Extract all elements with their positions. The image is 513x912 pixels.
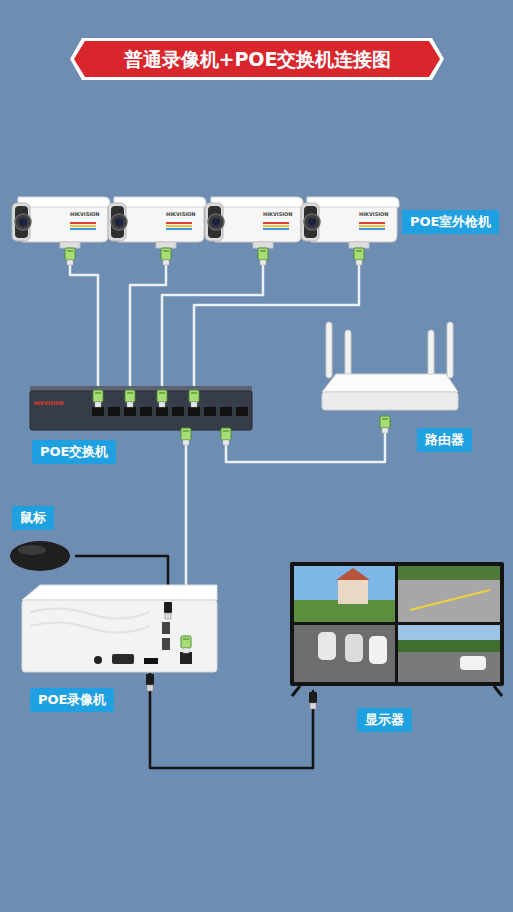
hdmi-plug bbox=[309, 692, 317, 709]
switch-port bbox=[156, 407, 168, 416]
router-antenna bbox=[345, 330, 351, 378]
brand-label: HIKVISION bbox=[70, 211, 100, 217]
rj45-plug bbox=[221, 428, 231, 445]
rj45-plug bbox=[93, 390, 103, 407]
camera-view bbox=[398, 566, 500, 580]
poe-switch-body bbox=[30, 391, 252, 430]
camera-view bbox=[294, 566, 395, 622]
cable bbox=[162, 265, 263, 388]
bullet-camera bbox=[108, 197, 206, 248]
camera-view bbox=[369, 636, 387, 664]
bullet-camera bbox=[12, 197, 110, 248]
mouse-body bbox=[10, 541, 70, 571]
device-label: 路由器 bbox=[417, 428, 472, 452]
nvr: POE录像机 bbox=[22, 585, 217, 673]
camera-group: POE室外枪机 bbox=[10, 195, 510, 265]
router-body bbox=[322, 392, 458, 410]
cable bbox=[185, 430, 188, 585]
poe-switch: POE交换机 bbox=[30, 388, 252, 430]
bullet-camera bbox=[301, 197, 399, 248]
usb-plug bbox=[164, 602, 172, 619]
switch-port bbox=[188, 407, 200, 416]
switch-port bbox=[204, 407, 216, 416]
vga-port bbox=[112, 654, 134, 664]
monitor-foot bbox=[292, 686, 300, 696]
hdmi-plug bbox=[146, 674, 154, 691]
monitor: 显示器 bbox=[290, 560, 505, 690]
bullet-camera bbox=[205, 197, 303, 248]
hdmi-port bbox=[144, 658, 158, 664]
brand-label: HIKVISION bbox=[263, 211, 293, 217]
camera-view bbox=[338, 578, 368, 604]
camera-view bbox=[336, 568, 370, 580]
router: 路由器 bbox=[315, 318, 460, 430]
device-label: 鼠标 bbox=[12, 506, 54, 530]
device-label: POE室外枪机 bbox=[402, 210, 499, 234]
power-port bbox=[94, 656, 102, 664]
cable bbox=[130, 265, 166, 388]
switch-port bbox=[172, 407, 184, 416]
rj45-plug bbox=[125, 390, 135, 407]
usb-port bbox=[162, 622, 170, 634]
cable bbox=[70, 265, 98, 388]
banner-border bbox=[70, 38, 444, 80]
rj45-plug bbox=[181, 428, 191, 445]
device-label: POE录像机 bbox=[30, 688, 114, 712]
brand-label: HIKVISION bbox=[34, 400, 64, 406]
router-antenna bbox=[428, 330, 434, 378]
cable bbox=[75, 556, 168, 585]
switch-port bbox=[124, 407, 136, 416]
uplink-port bbox=[236, 407, 248, 416]
mouse: 鼠标 bbox=[10, 538, 75, 574]
nvr-top bbox=[22, 585, 217, 600]
device-label: 显示器 bbox=[357, 708, 412, 732]
camera-view bbox=[398, 566, 500, 622]
brand-label: HIKVISION bbox=[359, 211, 389, 217]
rj45-plug bbox=[181, 636, 191, 653]
rj45-plug bbox=[161, 248, 171, 265]
rj45-plug bbox=[354, 248, 364, 265]
rj45-plug bbox=[258, 248, 268, 265]
router-antenna bbox=[447, 322, 453, 378]
camera-view bbox=[398, 640, 500, 652]
camera-view bbox=[294, 625, 395, 682]
monitor-foot bbox=[494, 686, 502, 696]
diagram-title: 普通录像机+POE交换机连接图 bbox=[85, 44, 430, 74]
brand-label: HIKVISION bbox=[166, 211, 196, 217]
rj45-plug bbox=[157, 390, 167, 407]
camera-view bbox=[318, 632, 336, 660]
nvr-pattern bbox=[30, 608, 150, 618]
nvr-pattern bbox=[30, 622, 150, 632]
switch-port bbox=[108, 407, 120, 416]
camera-view bbox=[460, 656, 486, 670]
rj45-plug bbox=[65, 248, 75, 265]
rj45-plug bbox=[189, 390, 199, 407]
nvr-body bbox=[22, 600, 217, 672]
camera-view bbox=[345, 634, 363, 662]
cable bbox=[194, 265, 359, 388]
switch-port bbox=[140, 407, 152, 416]
cable bbox=[150, 673, 313, 768]
mouse-highlight bbox=[18, 545, 46, 555]
camera-view bbox=[398, 625, 500, 682]
camera-view bbox=[398, 650, 500, 682]
router-antenna bbox=[326, 322, 332, 378]
switch-port bbox=[92, 407, 104, 416]
lan-port bbox=[180, 652, 192, 664]
title-banner bbox=[74, 41, 440, 77]
device-label: POE交换机 bbox=[32, 440, 116, 464]
cable bbox=[226, 430, 385, 462]
router-top bbox=[322, 374, 458, 392]
camera-view bbox=[410, 590, 490, 610]
usb-port bbox=[162, 638, 170, 650]
monitor-frame bbox=[290, 562, 504, 686]
uplink-port bbox=[220, 407, 232, 416]
rj45-plug bbox=[380, 416, 390, 433]
